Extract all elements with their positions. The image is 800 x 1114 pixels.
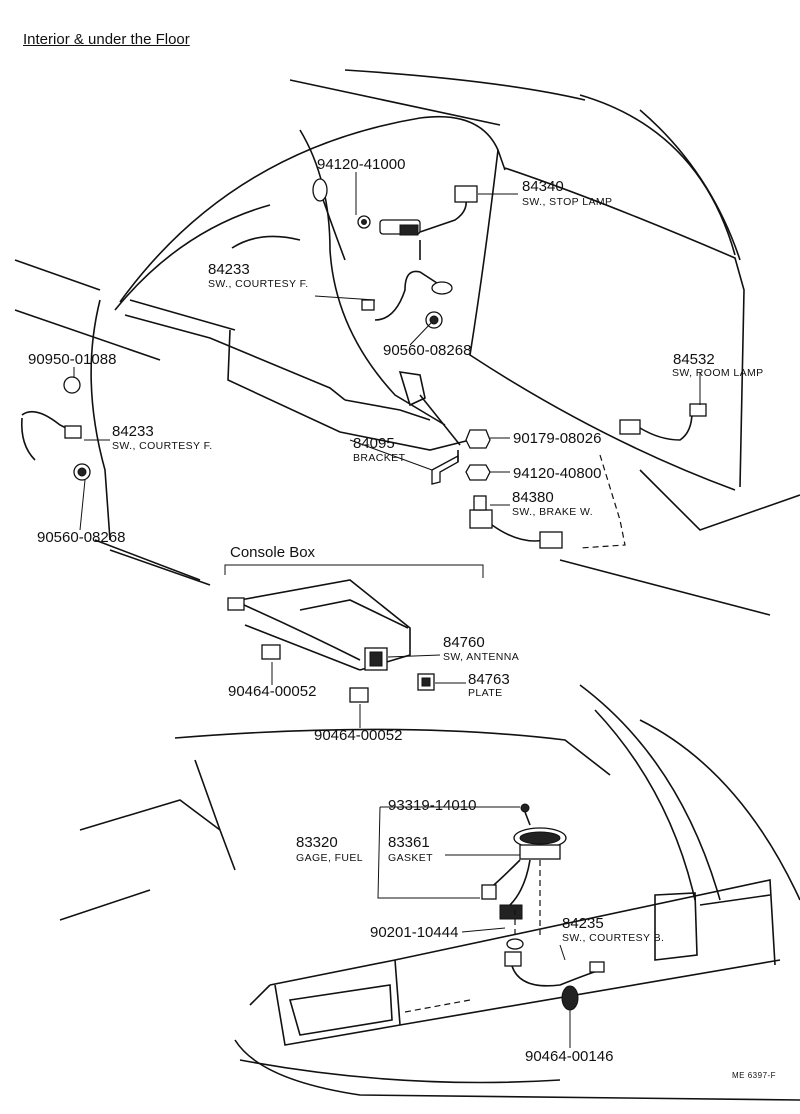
part-84380-desc: SW., BRAKE W. xyxy=(512,506,594,518)
diagram-title: Interior & under the Floor xyxy=(23,31,190,48)
part-90560-top: 90560-08268 xyxy=(383,342,472,359)
part-84095: 84095 xyxy=(353,435,395,452)
part-90201-10444: 90201-10444 xyxy=(370,924,459,941)
part-84233-left: 84233 xyxy=(112,423,154,440)
part-83320: 83320 xyxy=(296,834,338,851)
part-84233-left-desc: SW., COURTESY F. xyxy=(112,440,213,452)
part-84763: 84763 xyxy=(468,671,510,688)
leader-lines xyxy=(73,172,701,1048)
part-84340: 84340 xyxy=(522,178,564,195)
part-84233-top: 84233 xyxy=(208,261,250,278)
part-93319-14010: 93319-14010 xyxy=(388,797,477,814)
part-84233-top-desc: SW., COURTESY F. xyxy=(208,278,309,290)
dashboard-outline xyxy=(14,69,800,616)
part-94120-41000: 94120-41000 xyxy=(317,156,406,173)
console-box-outline xyxy=(224,564,484,671)
part-90179-08026: 90179-08026 xyxy=(513,430,602,447)
part-90464-00052-b: 90464-00052 xyxy=(314,727,403,744)
part-90560-left: 90560-08268 xyxy=(37,529,126,546)
part-shapes xyxy=(20,178,707,1011)
rear-body-outline xyxy=(59,684,800,1101)
part-84532-desc: SW, ROOM LAMP xyxy=(672,367,764,379)
part-84095-desc: BRACKET xyxy=(353,452,406,464)
diagram-code: ME 6397-F xyxy=(732,1071,777,1080)
part-84235-desc: SW., COURTESY B. xyxy=(562,932,665,944)
part-84380: 84380 xyxy=(512,489,554,506)
part-90950-01088: 90950-01088 xyxy=(28,351,117,368)
part-84532: 84532 xyxy=(673,351,715,368)
part-83320-desc: GAGE, FUEL xyxy=(296,852,364,864)
part-94120-40800: 94120-40800 xyxy=(513,465,602,482)
part-84760: 84760 xyxy=(443,634,485,651)
part-84763-desc: PLATE xyxy=(468,687,503,699)
part-90464-00052-a: 90464-00052 xyxy=(228,683,317,700)
part-84760-desc: SW, ANTENNA xyxy=(443,651,520,663)
console-box-title: Console Box xyxy=(230,544,316,561)
part-84340-desc: SW., STOP LAMP xyxy=(522,196,613,208)
part-83361-desc: GASKET xyxy=(388,852,433,864)
part-90464-00146: 90464-00146 xyxy=(525,1048,614,1065)
part-84235: 84235 xyxy=(562,915,604,932)
part-83361: 83361 xyxy=(388,834,430,851)
